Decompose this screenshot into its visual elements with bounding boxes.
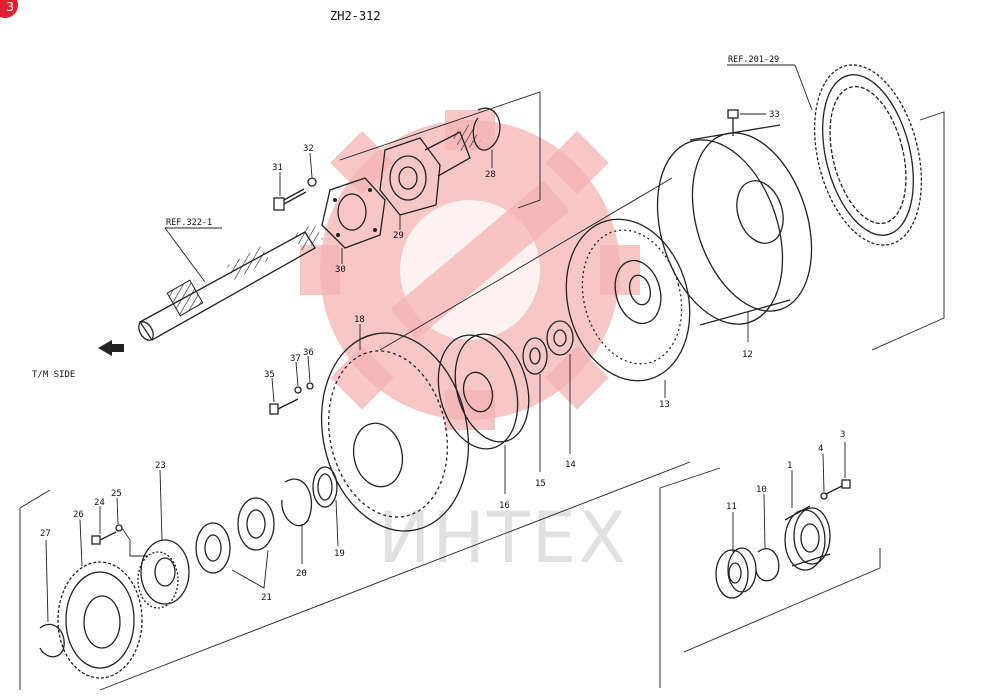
- snap-ring-10: [755, 548, 780, 582]
- group-bracket-bottom-right-2: [683, 548, 881, 653]
- ring-gear-ref-201-29: [813, 64, 923, 246]
- part-35-label: 35: [264, 370, 275, 380]
- part-11-label: 11: [726, 502, 737, 512]
- part-31-label: 31: [272, 163, 283, 173]
- washer-32: [307, 177, 317, 187]
- watermark-logo: [300, 110, 640, 430]
- snap-ring-27: [39, 623, 65, 658]
- impeller-18: [320, 332, 470, 532]
- part-32-label: 32: [303, 144, 314, 154]
- group-bracket-top: [339, 91, 541, 209]
- housing-29: [379, 123, 481, 216]
- plug-33: [727, 109, 739, 136]
- washer-36: [306, 382, 314, 390]
- snap-ring-20: [281, 478, 313, 527]
- lock-washer-15: [522, 337, 548, 375]
- tm-side-label: T/M SIDE: [32, 370, 75, 380]
- turbine-13: [565, 218, 691, 382]
- part-20-label: 20: [296, 569, 307, 579]
- part-1-label: 1: [787, 461, 792, 471]
- group-bracket-bottom-right: [659, 467, 721, 688]
- tm-side-arrow-icon: [98, 340, 124, 356]
- part-29-label: 29: [393, 231, 404, 241]
- snap-ring-28: [472, 107, 501, 151]
- part-12-label: 12: [742, 350, 753, 360]
- group-bracket-left: [19, 489, 51, 690]
- page-badge: 3: [0, 0, 18, 18]
- plate-30: [321, 177, 386, 249]
- part-30-label: 30: [335, 265, 346, 275]
- converter-housing-12: [656, 124, 813, 326]
- part-3-label: 3: [840, 430, 845, 440]
- part-13-label: 13: [659, 400, 670, 410]
- part-27-label: 27: [40, 529, 51, 539]
- bearing-21-b: [195, 522, 231, 574]
- part-36-label: 36: [303, 348, 314, 358]
- leader-21: [231, 549, 269, 589]
- part-37-label: 37: [290, 354, 301, 364]
- part-23-label: 23: [155, 461, 166, 471]
- bearing-11: [715, 547, 757, 599]
- part-28-label: 28: [485, 170, 496, 180]
- part-16-label: 16: [499, 501, 510, 511]
- ref-322-1-label: REF.322-1: [166, 218, 212, 228]
- washer-4: [820, 492, 828, 500]
- bolt-35: [269, 398, 299, 415]
- leader-line-lower: [99, 461, 691, 691]
- stator-16: [437, 333, 530, 450]
- input-shaft: [138, 223, 323, 341]
- part-18-label: 18: [354, 315, 365, 325]
- part-4-label: 4: [818, 444, 823, 454]
- cover-1: [784, 505, 831, 571]
- washer-37: [294, 386, 302, 394]
- drawing-title: ZH2-312: [330, 9, 381, 23]
- gear-23: [137, 539, 190, 609]
- part-33-label: 33: [769, 110, 780, 120]
- bolt-3: [825, 479, 851, 495]
- part-19-label: 19: [334, 549, 345, 559]
- group-bracket-right: [871, 111, 945, 351]
- hub-14: [546, 320, 574, 356]
- leader-25: [116, 497, 148, 557]
- washer-25: [115, 524, 123, 532]
- part-21-label: 21: [261, 593, 272, 603]
- part-25-label: 25: [111, 489, 122, 499]
- bearing-21-a: [237, 497, 275, 551]
- bolt-24: [91, 531, 117, 545]
- seal-19: [312, 466, 338, 508]
- part-26-label: 26: [73, 510, 84, 520]
- part-24-label: 24: [94, 498, 105, 508]
- bolt-31: [273, 188, 307, 211]
- part-10-label: 10: [756, 485, 767, 495]
- part-14-label: 14: [565, 460, 576, 470]
- ref-201-29-label: REF.201-29: [728, 55, 779, 65]
- gear-26: [57, 561, 143, 679]
- leader-line-upper: [379, 177, 673, 351]
- part-15-label: 15: [535, 479, 546, 489]
